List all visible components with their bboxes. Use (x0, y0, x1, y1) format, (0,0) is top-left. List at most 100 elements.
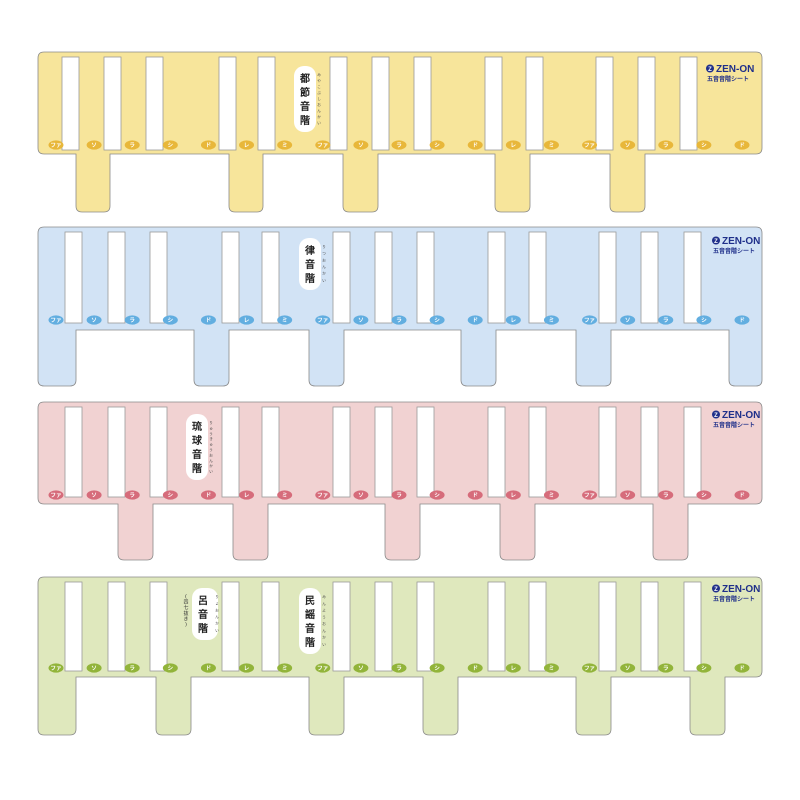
note-label-badge (467, 490, 483, 500)
note-label-badge (124, 315, 140, 325)
note-label-text: ファ (317, 492, 329, 499)
zen-on-mark-letter: Z (714, 413, 718, 419)
note-label-badge (429, 663, 445, 673)
note-label: レ (239, 315, 255, 325)
note-label-badge (696, 490, 712, 500)
scale-title-ruby: う (209, 431, 213, 436)
note-label-text: ラ (396, 317, 402, 324)
zen-on-mark-letter: Z (714, 587, 718, 593)
note-label-text: シ (701, 492, 707, 499)
note-label: ファ (315, 663, 331, 673)
scale-title-ruby: う (322, 614, 326, 619)
scale-title-ruby: い (322, 278, 326, 282)
note-label: レ (239, 140, 255, 150)
note-label: ソ (353, 140, 369, 150)
note-label-badge (277, 490, 293, 500)
key-slot (487, 406, 506, 498)
scale-title-char: 音 (305, 258, 315, 271)
note-label-badge (86, 490, 102, 500)
note-label-badge (353, 140, 369, 150)
key-slot (640, 581, 659, 672)
note-label-badge (48, 315, 64, 325)
note-label: ファ (315, 315, 331, 325)
key-slot (64, 581, 83, 672)
scale-title-char: 琉 (192, 420, 202, 433)
scale-title-ruby: い (209, 470, 213, 474)
note-label-text: ソ (358, 317, 364, 324)
note-label: ミ (543, 140, 559, 150)
key-slot (149, 231, 168, 324)
note-label-badge (353, 663, 369, 673)
sheet-subtitle: 五音音階シート (713, 595, 755, 603)
scale-title-ruby: み (322, 594, 326, 599)
note-label: ファ (582, 140, 598, 150)
key-slot (332, 406, 351, 498)
note-label-badge (315, 490, 331, 500)
scale-title-pill (299, 588, 321, 654)
key-slot (261, 406, 280, 498)
key-slot (332, 581, 351, 672)
note-label-text: ラ (129, 492, 135, 499)
note-label-badge (315, 663, 331, 673)
scale-title-ruby: し (317, 96, 321, 101)
note-label: ド (467, 490, 483, 500)
note-label-text: ミ (549, 492, 555, 499)
scale-title-ruby: こ (317, 84, 321, 89)
note-label-text: ラ (663, 492, 669, 499)
note-label-badge (505, 663, 521, 673)
note-label: シ (162, 315, 178, 325)
note-label-badge (86, 315, 102, 325)
note-label-badge (353, 490, 369, 500)
key-slot (525, 56, 544, 151)
scale-title-char: 律 (305, 244, 315, 257)
note-label-badge (124, 490, 140, 500)
note-label-text: ミ (549, 142, 555, 149)
note-label-badge (200, 315, 216, 325)
key-slot (598, 406, 617, 498)
note-label-badge (467, 315, 483, 325)
note-label: ラ (658, 663, 674, 673)
note-label: ソ (86, 663, 102, 673)
note-label: ラ (658, 140, 674, 150)
note-label: レ (505, 490, 521, 500)
note-label-badge (391, 663, 407, 673)
note-label: レ (505, 663, 521, 673)
note-label: シ (429, 315, 445, 325)
note-label: ソ (353, 663, 369, 673)
key-slot (413, 56, 432, 151)
note-label-badge (48, 140, 64, 150)
note-label-text: レ (244, 317, 250, 324)
note-label: ド (200, 663, 216, 673)
key-slot (374, 406, 393, 498)
note-label: シ (429, 140, 445, 150)
note-label-badge (124, 140, 140, 150)
note-label-text: レ (244, 492, 250, 499)
scale-title-char: 階 (192, 462, 202, 475)
note-label-text: シ (701, 665, 707, 672)
key-slot (61, 56, 80, 151)
note-label-text: ラ (129, 665, 135, 672)
note-label: ミ (277, 140, 293, 150)
note-label: ソ (620, 140, 636, 150)
scale-title-note: ) (185, 622, 187, 628)
note-label: ソ (620, 315, 636, 325)
scale-title-ruby: き (209, 436, 213, 441)
scale-title-char: 階 (305, 272, 315, 285)
note-label-text: レ (511, 142, 517, 149)
note-label: ド (734, 490, 750, 500)
note-label-text: ファ (584, 142, 596, 149)
zen-on-mark-letter: Z (708, 67, 712, 73)
scale-title-ruby: う (209, 447, 213, 452)
scale-title-ruby: か (322, 271, 326, 276)
sheet-outline (37, 226, 763, 387)
note-label-text: ソ (358, 142, 364, 149)
note-label: ファ (48, 140, 64, 150)
scale-sheet-green: ファソラシドレミファソラシドレミファソラシド呂音階りょおんかい(四七抜き)民謡音… (37, 576, 763, 736)
note-label: ラ (124, 663, 140, 673)
note-label-text: シ (168, 492, 174, 499)
note-label-badge (696, 315, 712, 325)
note-label: シ (696, 315, 712, 325)
